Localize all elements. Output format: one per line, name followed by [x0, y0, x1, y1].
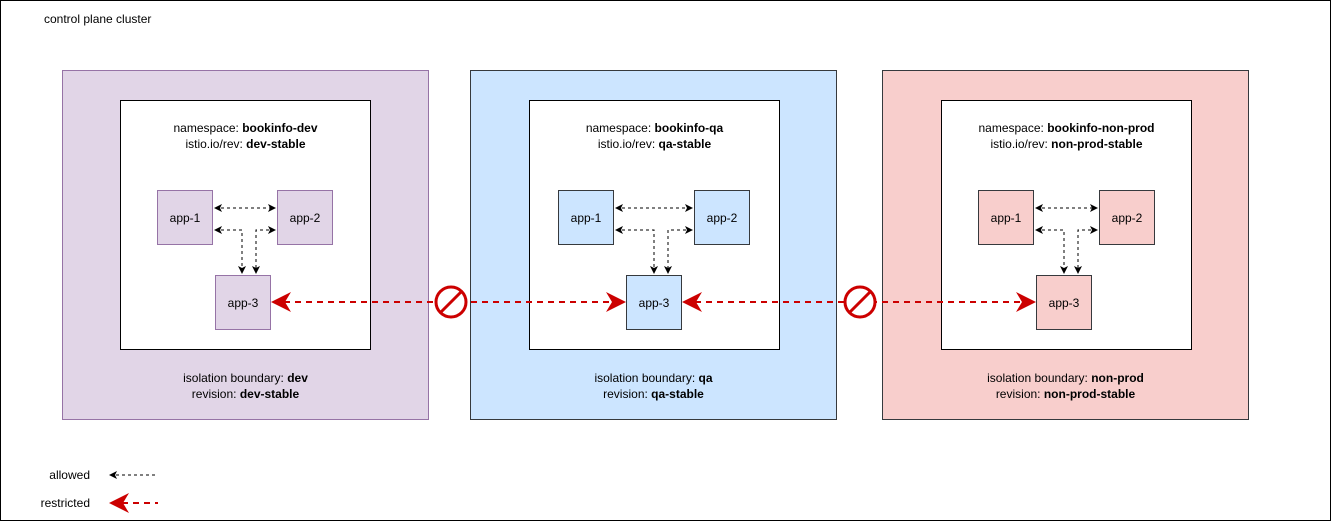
allowed-arrow: [252, 226, 276, 274]
app-node[interactable]: app-1: [558, 190, 614, 245]
app-node[interactable]: app-1: [978, 190, 1034, 245]
allowed-arrow: [1035, 226, 1068, 274]
allowed-arrow: [664, 226, 693, 274]
cluster-title: control plane cluster: [44, 12, 152, 26]
app-node[interactable]: app-3: [626, 275, 682, 330]
blocked-icon: [843, 285, 877, 319]
app-node[interactable]: app-2: [1099, 190, 1155, 245]
app-node[interactable]: app-1: [157, 190, 213, 245]
allowed-arrow: [214, 226, 246, 274]
app-node[interactable]: app-3: [215, 275, 271, 330]
app-node[interactable]: app-2: [694, 190, 750, 245]
allowed-arrow: [615, 226, 658, 274]
app-node[interactable]: app-3: [1036, 275, 1092, 330]
app-node[interactable]: app-2: [277, 190, 333, 245]
blocked-icon: [434, 285, 468, 319]
legend-allowed-label: allowed: [49, 468, 90, 482]
legend-restricted-label: restricted: [40, 496, 90, 510]
allowed-arrow: [1074, 226, 1098, 274]
